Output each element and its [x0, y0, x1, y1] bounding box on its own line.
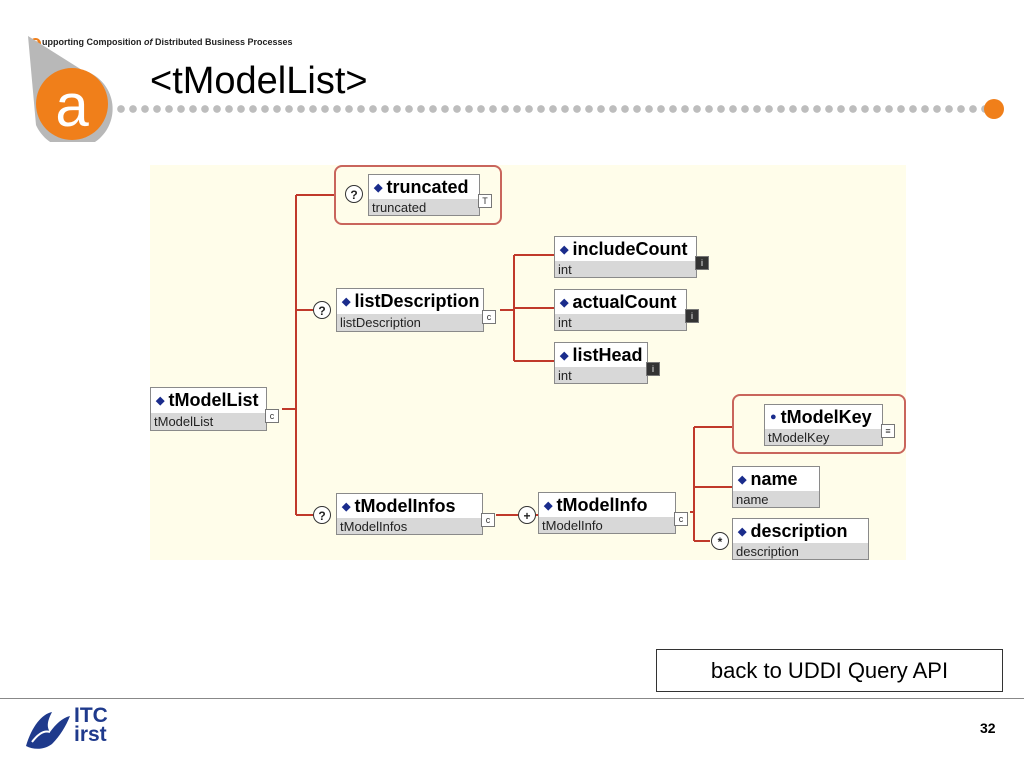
back-link[interactable]: back to UDDI Query API [656, 649, 1003, 692]
node-description[interactable]: ◆description description [732, 518, 869, 560]
footer-divider [0, 698, 1024, 699]
connector-lines [282, 194, 733, 542]
node-tmodelinfo[interactable]: ◆tModelInfo tModelInfo c [538, 492, 688, 534]
optional-indicator: ? [313, 301, 331, 319]
node-tmodelkey[interactable]: ●tModelKey tModelKey ≡ [764, 404, 895, 446]
node-truncated[interactable]: ◆truncated truncated T [368, 174, 492, 216]
optional-indicator: ? [313, 506, 331, 524]
node-listdescription[interactable]: ◆listDescription listDescription c [336, 288, 496, 332]
element-diamond-icon: ◆ [738, 473, 747, 486]
int-type-icon: i [685, 309, 699, 323]
attribute-dot-icon: ● [770, 411, 777, 423]
page-number: 32 [980, 720, 996, 736]
orange-dot [984, 99, 1004, 119]
complex-type-icon: c [481, 513, 495, 527]
itc-irst-logo-icon [26, 712, 70, 749]
schema-diagram: ? ? ? + * ◆tModelList tModelList c ◆trun… [150, 165, 906, 560]
complex-type-icon: c [674, 512, 688, 526]
astro-logo: a [28, 36, 113, 142]
complex-type-icon: c [265, 409, 279, 423]
element-diamond-icon: ◆ [560, 349, 569, 362]
simple-type-icon: T [478, 194, 492, 208]
logo-letter: a [55, 72, 89, 139]
element-diamond-icon: ◆ [560, 243, 569, 256]
zero-or-more-indicator: * [711, 532, 729, 550]
element-diamond-icon: ◆ [156, 395, 165, 408]
node-listhead[interactable]: ◆listHead int i [554, 342, 660, 384]
element-diamond-icon: ◆ [342, 296, 351, 309]
element-diamond-icon: ◆ [374, 181, 383, 194]
node-tmodellist[interactable]: ◆tModelList tModelList c [150, 387, 279, 431]
int-type-icon: i [695, 256, 709, 270]
element-diamond-icon: ◆ [738, 525, 747, 538]
page-title: <tModelList> [150, 60, 368, 102]
node-name[interactable]: ◆name name [732, 466, 820, 508]
int-type-icon: i [646, 362, 660, 376]
list-type-icon: ≡ [881, 424, 895, 438]
element-diamond-icon: ◆ [342, 500, 351, 513]
node-includecount[interactable]: ◆includeCount int i [554, 236, 709, 278]
complex-type-icon: c [482, 310, 496, 324]
node-actualcount[interactable]: ◆actualCount int i [554, 289, 699, 331]
element-diamond-icon: ◆ [544, 499, 553, 512]
element-diamond-icon: ◆ [560, 296, 569, 309]
node-tmodelinfos[interactable]: ◆tModelInfos tModelInfos c [336, 493, 495, 535]
one-or-more-indicator: + [518, 506, 536, 524]
dotted-divider [115, 104, 985, 114]
optional-indicator: ? [345, 185, 363, 203]
